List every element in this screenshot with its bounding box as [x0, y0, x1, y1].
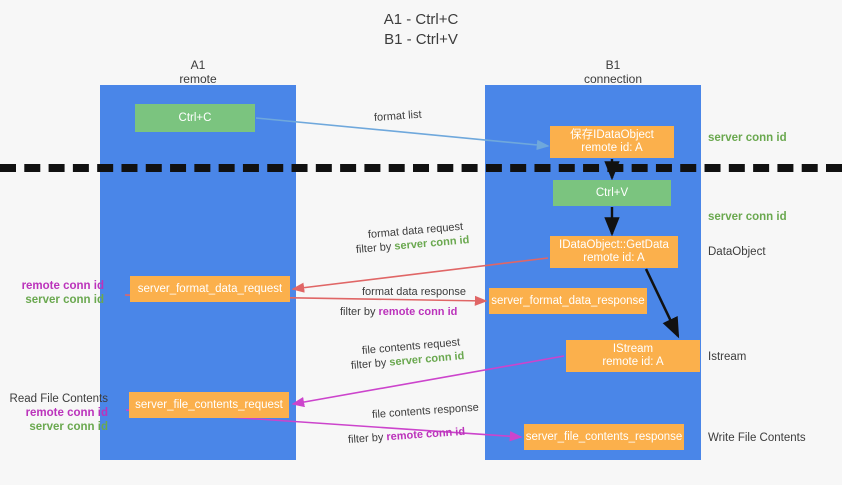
left-remote-conn-id-1: remote conn id	[21, 280, 104, 292]
edge-label-filter-remote-conn-id-1: filter by remote conn id	[340, 305, 457, 319]
side-label-server-conn-id-top: server conn id	[708, 132, 787, 144]
node-server-file-contents-request-label: server_file_contents_request	[135, 398, 283, 411]
side-label-server-conn-id-mid: server conn id	[708, 211, 787, 223]
node-ctrl-v[interactable]: Ctrl+V	[553, 180, 671, 206]
edge-label-format-list-text: format list	[373, 108, 422, 124]
side-label-read-file-contents-group: Read File Contents remote conn id server…	[8, 392, 108, 434]
left-server-conn-id-2: server conn id	[29, 421, 108, 433]
node-server-file-contents-response-label: server_file_contents_response	[525, 430, 683, 443]
edge-label-file-contents-response-text: file contents response	[371, 401, 480, 421]
title-line-2: B1 - Ctrl+V	[384, 31, 458, 48]
side-label-dataobject: DataObject	[708, 246, 766, 258]
node-server-file-contents-response[interactable]: server_file_contents_response	[524, 424, 684, 450]
filter-prefix-4: filter by	[347, 431, 387, 446]
side-label-istream: Istream	[708, 351, 747, 363]
node-server-file-contents-request[interactable]: server_file_contents_request	[129, 392, 289, 418]
node-getdata-line2: remote id: A	[583, 252, 645, 264]
side-label-write-file-contents: Write File Contents	[708, 432, 806, 444]
filter-prefix-2: filter by	[340, 306, 379, 318]
node-ctrl-v-label: Ctrl+V	[595, 186, 629, 199]
lane-header-a1: A1 remote	[130, 58, 266, 86]
lane-a1-sub: remote	[179, 72, 217, 86]
node-server-format-data-response[interactable]: server_format_data_response	[489, 288, 647, 314]
edge-label-format-data-response-text: format data response	[362, 286, 466, 298]
edge-label-format-data-response: format data response	[362, 285, 466, 299]
separator-dashed-line	[0, 164, 842, 172]
node-istream-line2: remote id: A	[602, 356, 664, 368]
node-ctrl-c[interactable]: Ctrl+C	[135, 104, 255, 132]
node-server-format-data-request-label: server_format_data_request	[137, 282, 283, 295]
left-remote-conn-id-2: remote conn id	[25, 407, 108, 419]
node-idataobject-line1: 保存IDataObject	[570, 129, 654, 141]
node-getdata[interactable]: IDataObject::GetData remote id: A	[550, 236, 678, 268]
edge-label-filter-remote-conn-id-2: filter by remote conn id	[348, 425, 466, 447]
title-line-1: A1 - Ctrl+C	[383, 11, 459, 28]
node-server-format-data-request[interactable]: server_format_data_request	[130, 276, 290, 302]
node-idataobject-line2: remote id: A	[581, 142, 643, 154]
node-istream[interactable]: IStream remote id: A	[566, 340, 700, 372]
side-label-left-conn-ids: remote conn id server conn id	[8, 279, 104, 307]
filter-prefix-1: filter by	[355, 240, 395, 256]
left-server-conn-id-1: server conn id	[25, 294, 104, 306]
node-ctrl-c-label: Ctrl+C	[178, 111, 212, 124]
node-idataobject[interactable]: 保存IDataObject remote id: A	[550, 126, 674, 158]
node-getdata-line1: IDataObject::GetData	[559, 239, 669, 251]
lane-header-b1: B1 connection	[545, 58, 681, 86]
filter-prefix-3: filter by	[350, 356, 390, 372]
lane-a1-name: A1	[190, 58, 206, 72]
lane-b1-sub: connection	[583, 72, 643, 86]
remote-conn-id-1: remote conn id	[378, 306, 458, 318]
remote-conn-id-2: remote conn id	[386, 425, 466, 444]
side-label-read-file-contents: Read File Contents	[9, 393, 108, 405]
lane-b1-name: B1	[605, 58, 621, 72]
edge-label-format-list: format list	[374, 108, 423, 125]
node-istream-line1: IStream	[612, 343, 654, 355]
diagram-title: A1 - Ctrl+C B1 - Ctrl+V	[0, 10, 842, 50]
node-server-format-data-response-label: server_format_data_response	[491, 294, 645, 307]
edge-label-file-contents-response: file contents response	[372, 401, 480, 422]
